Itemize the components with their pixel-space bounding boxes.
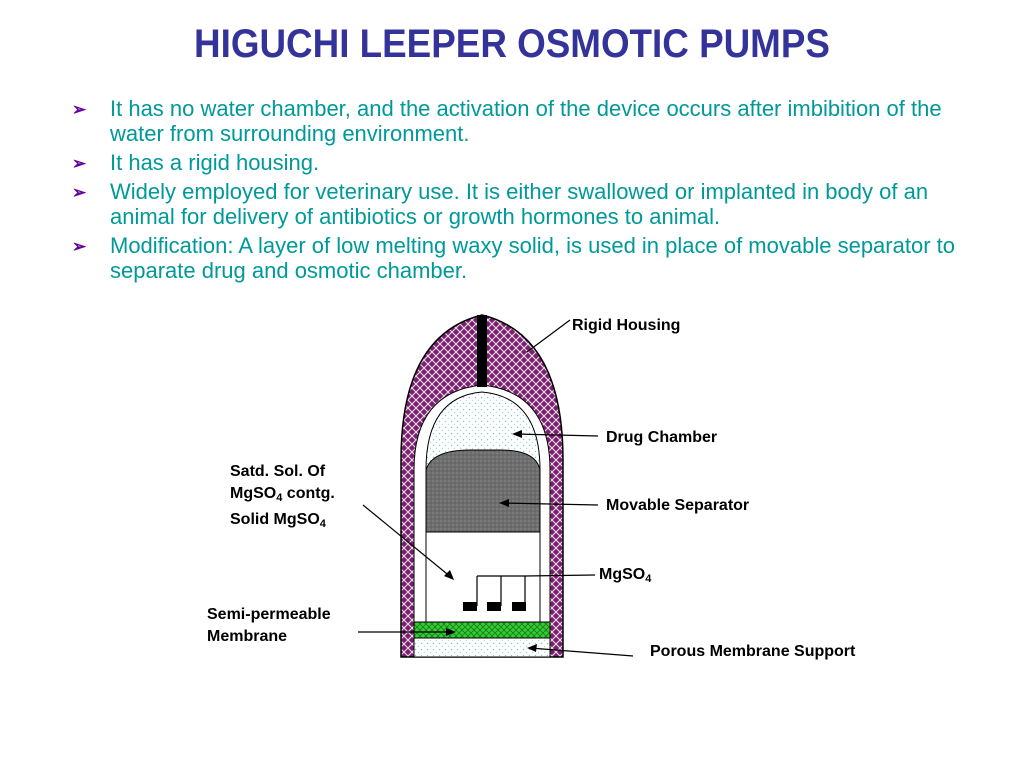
bullet-item: ➢ Widely employed for veterinary use. It … <box>72 179 972 229</box>
bullet-item: ➢ It has no water chamber, and the activa… <box>72 96 972 146</box>
arrowhead-movable-separator <box>499 499 509 507</box>
leader-drug-chamber <box>514 433 599 437</box>
movable-separator <box>425 449 541 533</box>
arrow-bullet-icon: ➢ <box>72 154 87 173</box>
arrowhead-semi-membrane <box>446 628 456 636</box>
leader-satd-sol <box>362 504 453 579</box>
label-satd-sol: Satd. Sol. Of MgSO4 contg. Solid MgSO4 <box>230 463 335 530</box>
slide-title: HIGUCHI LEEPER OSMOTIC PUMPS <box>194 22 830 66</box>
leader-movable-separator <box>501 502 599 506</box>
bullet-text: Widely employed for veterinary use. It i… <box>110 179 929 229</box>
label-mgso4: MgSO4 <box>599 566 652 585</box>
arrow-bullet-icon: ➢ <box>72 237 87 256</box>
bullet-text: Modification: A layer of low melting wax… <box>110 233 955 283</box>
bullet-text: It has a rigid housing. <box>110 150 320 175</box>
bullet-list: ➢ It has no water chamber, and the activa… <box>72 96 972 287</box>
leader-mgso4 <box>524 574 596 577</box>
arrow-bullet-icon: ➢ <box>72 183 87 202</box>
delivery-orifice <box>477 315 487 387</box>
bullet-text: It has no water chamber, and the activat… <box>110 96 942 146</box>
arrow-bullet-icon: ➢ <box>72 100 87 119</box>
mgso4-crystals <box>463 575 526 611</box>
porous-membrane-support <box>413 637 551 658</box>
leader-rigid-housing <box>526 319 571 353</box>
leader-porous-support <box>529 647 634 657</box>
semi-permeable-membrane <box>413 621 551 639</box>
label-drug-chamber: Drug Chamber <box>606 429 718 446</box>
arrowhead-satd-sol <box>444 570 454 580</box>
label-semi-permeable-membrane: Semi-permeable Membrane <box>207 606 331 645</box>
label-porous-membrane-support: Porous Membrane Support <box>650 643 856 660</box>
bullet-item: ➢ It has a rigid housing. <box>72 150 972 175</box>
label-movable-separator: Movable Separator <box>606 497 750 514</box>
label-rigid-housing: Rigid Housing <box>572 317 681 334</box>
arrowhead-drug-chamber <box>512 430 522 438</box>
bullet-item: ➢ Modification: A layer of low melting wa… <box>72 233 972 283</box>
arrowhead-porous-support <box>527 644 537 652</box>
